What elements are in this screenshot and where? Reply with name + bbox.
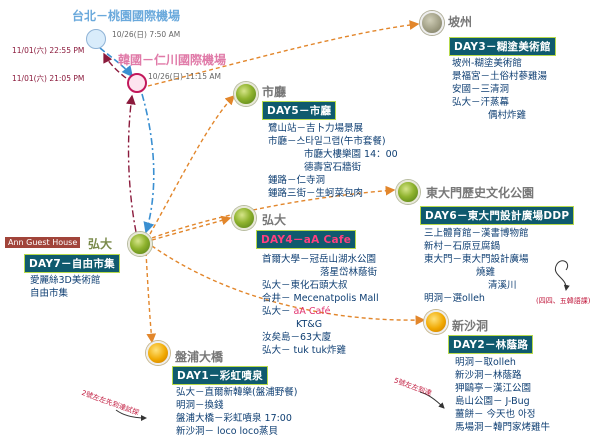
arrow-to-hongdae bbox=[151, 215, 232, 241]
day5-title: DAY5－市廳 bbox=[262, 101, 337, 120]
arrow-to-banpo bbox=[145, 251, 157, 344]
curl-banpo bbox=[115, 409, 147, 421]
day3-item: 弘大－汗蒸幕 bbox=[452, 97, 510, 108]
hongdae-marker bbox=[232, 206, 256, 230]
arrow-to-cityhall bbox=[149, 95, 235, 235]
day5-item: 鷺山站－吉卜力場景展 bbox=[268, 123, 364, 134]
day3-item: 景福宮－土俗村蔘雞湯 bbox=[452, 71, 548, 82]
day6-item: 東大門－東大門設計廣場 bbox=[424, 254, 529, 265]
sinsa-place-name: 新沙洞 bbox=[452, 319, 489, 333]
arrow-taipei-incheon bbox=[99, 47, 133, 78]
taipei-airport-name: 台北－桃園國際機場 bbox=[72, 9, 181, 23]
day6-item: 新村－石原豆腐鍋 bbox=[424, 241, 501, 252]
day7-item: 自由市集 bbox=[30, 288, 69, 299]
cityhall-place-name: 市廳 bbox=[262, 85, 287, 99]
day4-item: 首爾大學－冠岳山湖水公園 bbox=[262, 254, 377, 265]
arrow-incheon-taipei bbox=[103, 52, 127, 79]
day5-items: 鷺山站－吉卜力場景展 市廳－스타일그랩(午市套餐) 市廳大樓樂園 14：00 德… bbox=[268, 122, 398, 200]
hongdae-place-name: 弘大 bbox=[262, 213, 287, 227]
day3-items: 坡州-糊塗美術館 景福宮－土俗村蔘雞湯 安國－三清洞 弘大－汗蒸幕 偶村炸雞 bbox=[452, 57, 547, 122]
day4-item: 弘大－ tuk tuk炸雞 bbox=[262, 345, 347, 356]
day2-title: DAY2－林蔭路 bbox=[448, 335, 534, 354]
day5-item: 市廳－스타일그랩(午市套餐) bbox=[268, 136, 386, 147]
incheon-airport-name: 韓國－仁川國際機場 bbox=[118, 53, 227, 67]
day3-item: 安國－三清洞 bbox=[452, 84, 510, 95]
curl-sinsa bbox=[419, 391, 445, 409]
paju-place-name: 坡州 bbox=[448, 15, 473, 29]
cityhall-marker bbox=[234, 82, 258, 106]
day1-item: 新沙洞－ loco loco蒸貝 bbox=[176, 426, 279, 437]
taipei-departure-time: 10/26(日) 7:50 AM bbox=[112, 30, 181, 39]
day3-item: 坡州-糊塗美術館 bbox=[452, 58, 522, 69]
sinsa-marker bbox=[424, 310, 448, 334]
day4-item: 汝矣島－63大廈 bbox=[262, 332, 332, 343]
arrow-to-sinsa bbox=[151, 245, 426, 326]
day6-item: 清溪川 bbox=[488, 280, 517, 291]
day5-item: 德壽宮石牆街 bbox=[304, 162, 362, 173]
day6-item: 燒雞 bbox=[476, 267, 496, 278]
arrow-hongdae-incheon bbox=[126, 94, 137, 233]
hub-place-name: 弘大 bbox=[88, 237, 113, 251]
day2-item: 薑餅－ 今天也 아정 bbox=[455, 409, 536, 420]
taipei-airport-marker bbox=[86, 29, 106, 49]
day2-item: 狎鷗亭－漢江公園 bbox=[455, 383, 532, 394]
day4-item: 弘大－東化石頭大叔 bbox=[262, 280, 348, 291]
day2-item: 新沙洞－林蔭路 bbox=[455, 370, 522, 381]
day7-item: 愛麗絲3D美術館 bbox=[30, 275, 101, 286]
guest-house-label: Ann Guest House bbox=[5, 237, 81, 248]
day4-item-highlight: aA Café bbox=[293, 306, 331, 317]
day7-items: 愛麗絲3D美術館 自由市集 bbox=[30, 274, 100, 300]
banpo-marker bbox=[146, 341, 170, 365]
hub-marker bbox=[128, 232, 152, 256]
day6-title: DAY6－東大門設計廣場DDP bbox=[420, 206, 575, 225]
day5-item: 市廳大樓樂園 14：00 bbox=[304, 149, 398, 160]
taipei-return-time: 11/01(六) 22:55 PM bbox=[12, 46, 85, 55]
day6-item: 三上體育館－漢書博物館 bbox=[424, 228, 529, 239]
curl-ddp bbox=[554, 260, 570, 291]
day5-item: 鍾路－仁寺洞 bbox=[268, 175, 326, 186]
day4-item: 弘大－ aA Café bbox=[262, 305, 379, 318]
day1-title: DAY1－彩虹噴泉 bbox=[172, 366, 268, 385]
day2-item: 馬場洞－韓門家烤雞牛 bbox=[455, 422, 551, 433]
day7-title: DAY7－自由市集 bbox=[24, 254, 120, 273]
day1-item: 盤浦大橋－彩虹噴泉 17:00 bbox=[176, 413, 292, 424]
incheon-return-time: 11/01(六) 21:05 PM bbox=[12, 74, 85, 83]
day3-item: 偶村炸雞 bbox=[488, 110, 527, 121]
day4-item: 落星岱林蔭街 bbox=[320, 267, 378, 278]
banpo-place-name: 盤浦大橋 bbox=[175, 350, 224, 364]
ddp-place-name: 東大門歷史文化公園 bbox=[426, 186, 535, 200]
arrow-to-ddp bbox=[151, 185, 396, 239]
ddp-note: (四四、五韓語課) bbox=[536, 297, 591, 305]
day2-item: 明洞－取olleh bbox=[455, 357, 516, 368]
incheon-airport-marker bbox=[127, 73, 147, 93]
day1-item: 明洞－換錢 bbox=[176, 400, 224, 411]
day1-items: 弘大－直爾新韓樂(盤浦野餐) 明洞－換錢 盤浦大橋－彩虹噴泉 17:00 新沙洞… bbox=[176, 386, 297, 438]
day2-items: 明洞－取olleh 新沙洞－林蔭路 狎鷗亭－漢江公園 島山公園－ J-Bug 薑… bbox=[455, 356, 550, 434]
day5-item: 鍾路三街－生蚵菜包肉 bbox=[268, 188, 364, 199]
day4-title: DAY4－aA Cafe bbox=[256, 230, 357, 249]
day4-item: KT&G bbox=[296, 319, 323, 330]
day2-item: 島山公園－ J-Bug bbox=[455, 396, 530, 407]
day4-item-prefix: 弘大－ bbox=[262, 306, 291, 317]
day6-items: 三上體育館－漢書博物館 新村－石原豆腐鍋 東大門－東大門設計廣場 燒雞 清溪川 … bbox=[424, 227, 529, 305]
ddp-marker bbox=[396, 180, 420, 204]
day4-items: 首爾大學－冠岳山湖水公園 落星岱林蔭街 弘大－東化石頭大叔 合井－ Mecena… bbox=[262, 253, 379, 357]
day4-item: 合井－ Mecenatpolis Mall bbox=[262, 293, 379, 304]
arrow-incheon-hongdae bbox=[141, 93, 155, 234]
paju-marker bbox=[420, 11, 444, 35]
incheon-arrival-time: 10/26(日) 11:15 AM bbox=[148, 72, 221, 81]
day1-item: 弘大－直爾新韓樂(盤浦野餐) bbox=[176, 387, 298, 398]
day6-item: 明洞－選olleh bbox=[424, 293, 485, 304]
day3-title: DAY3－糊塗美術館 bbox=[449, 37, 556, 56]
